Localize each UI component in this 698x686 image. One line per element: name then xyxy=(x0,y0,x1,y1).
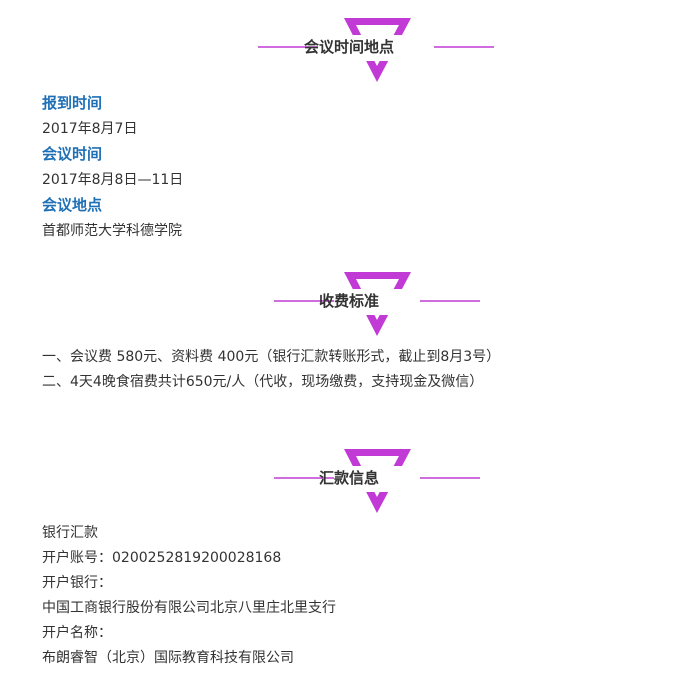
meeting-location-value: 首都师范大学科德学院 xyxy=(42,223,182,239)
meeting-location-label: 会议地点 xyxy=(42,196,103,214)
triangle-divider-icon xyxy=(274,272,480,336)
section-header-fees: 收费标准 xyxy=(0,270,698,340)
section-title: 会议时间地点 xyxy=(303,38,394,56)
fee-line-2: 二、4天4晚食宿费共计650元/人（代收，现场缴费，支持现金及微信） xyxy=(42,374,484,390)
triangle-divider-icon xyxy=(258,18,494,82)
triangle-divider-icon xyxy=(274,449,480,513)
account-name: 布朗睿智（北京）国际教育科技有限公司 xyxy=(42,650,294,666)
account-name-label: 开户名称： xyxy=(42,625,112,641)
fee-line-1: 一、会议费 580元、资料费 400元（银行汇款转账形式，截止到8月3号） xyxy=(42,349,501,365)
bank-label: 开户银行： xyxy=(42,575,112,591)
section-title: 汇款信息 xyxy=(318,469,379,487)
registration-time-value: 2017年8月7日 xyxy=(42,121,138,137)
section-header-venue: 会议时间地点 xyxy=(0,16,698,86)
meeting-time-value: 2017年8月8日—11日 xyxy=(42,172,184,188)
remit-method: 银行汇款 xyxy=(42,525,98,541)
section-title: 收费标准 xyxy=(318,292,379,310)
bank-name: 中国工商银行股份有限公司北京八里庄北里支行 xyxy=(42,600,336,616)
account-number: 开户账号：0200252819200028168 xyxy=(42,550,282,566)
meeting-time-label: 会议时间 xyxy=(42,145,103,163)
registration-time-label: 报到时间 xyxy=(42,94,103,112)
section-header-remittance: 汇款信息 xyxy=(0,447,698,517)
